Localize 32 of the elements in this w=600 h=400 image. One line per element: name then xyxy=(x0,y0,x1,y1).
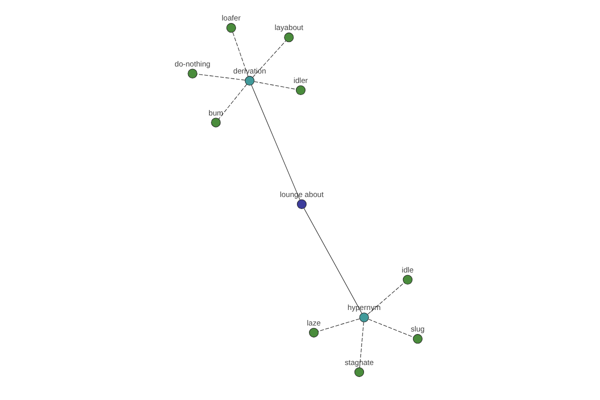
connector xyxy=(251,84,300,200)
node-circle xyxy=(296,199,307,209)
node-label: stagnate xyxy=(344,358,374,367)
node-circle xyxy=(359,312,369,322)
connector xyxy=(318,318,360,332)
node-label: layabout xyxy=(274,23,304,32)
connector xyxy=(359,322,364,368)
node-label: idler xyxy=(294,76,308,85)
connector xyxy=(232,32,248,76)
connector xyxy=(196,74,246,80)
connector xyxy=(304,208,362,314)
node-circle xyxy=(354,367,364,377)
node-circle xyxy=(244,76,254,86)
node-label: idle xyxy=(402,265,414,274)
node-circle xyxy=(188,68,198,78)
connector xyxy=(368,282,404,314)
node-label: slug xyxy=(410,324,425,334)
node-label: laze xyxy=(306,318,321,328)
connector xyxy=(254,81,296,90)
node-label: loafer xyxy=(222,14,241,23)
connector xyxy=(218,84,248,120)
node-circle xyxy=(309,328,319,338)
node-label: do-nothing xyxy=(174,59,210,68)
node-circle xyxy=(296,85,306,95)
connector xyxy=(368,318,414,338)
node-label: bum xyxy=(208,108,224,118)
node-circle xyxy=(402,274,412,284)
node-circle xyxy=(211,118,221,128)
connector xyxy=(252,40,286,78)
node-circle xyxy=(284,32,294,42)
node-circle xyxy=(412,334,423,344)
node-circle xyxy=(226,23,236,33)
